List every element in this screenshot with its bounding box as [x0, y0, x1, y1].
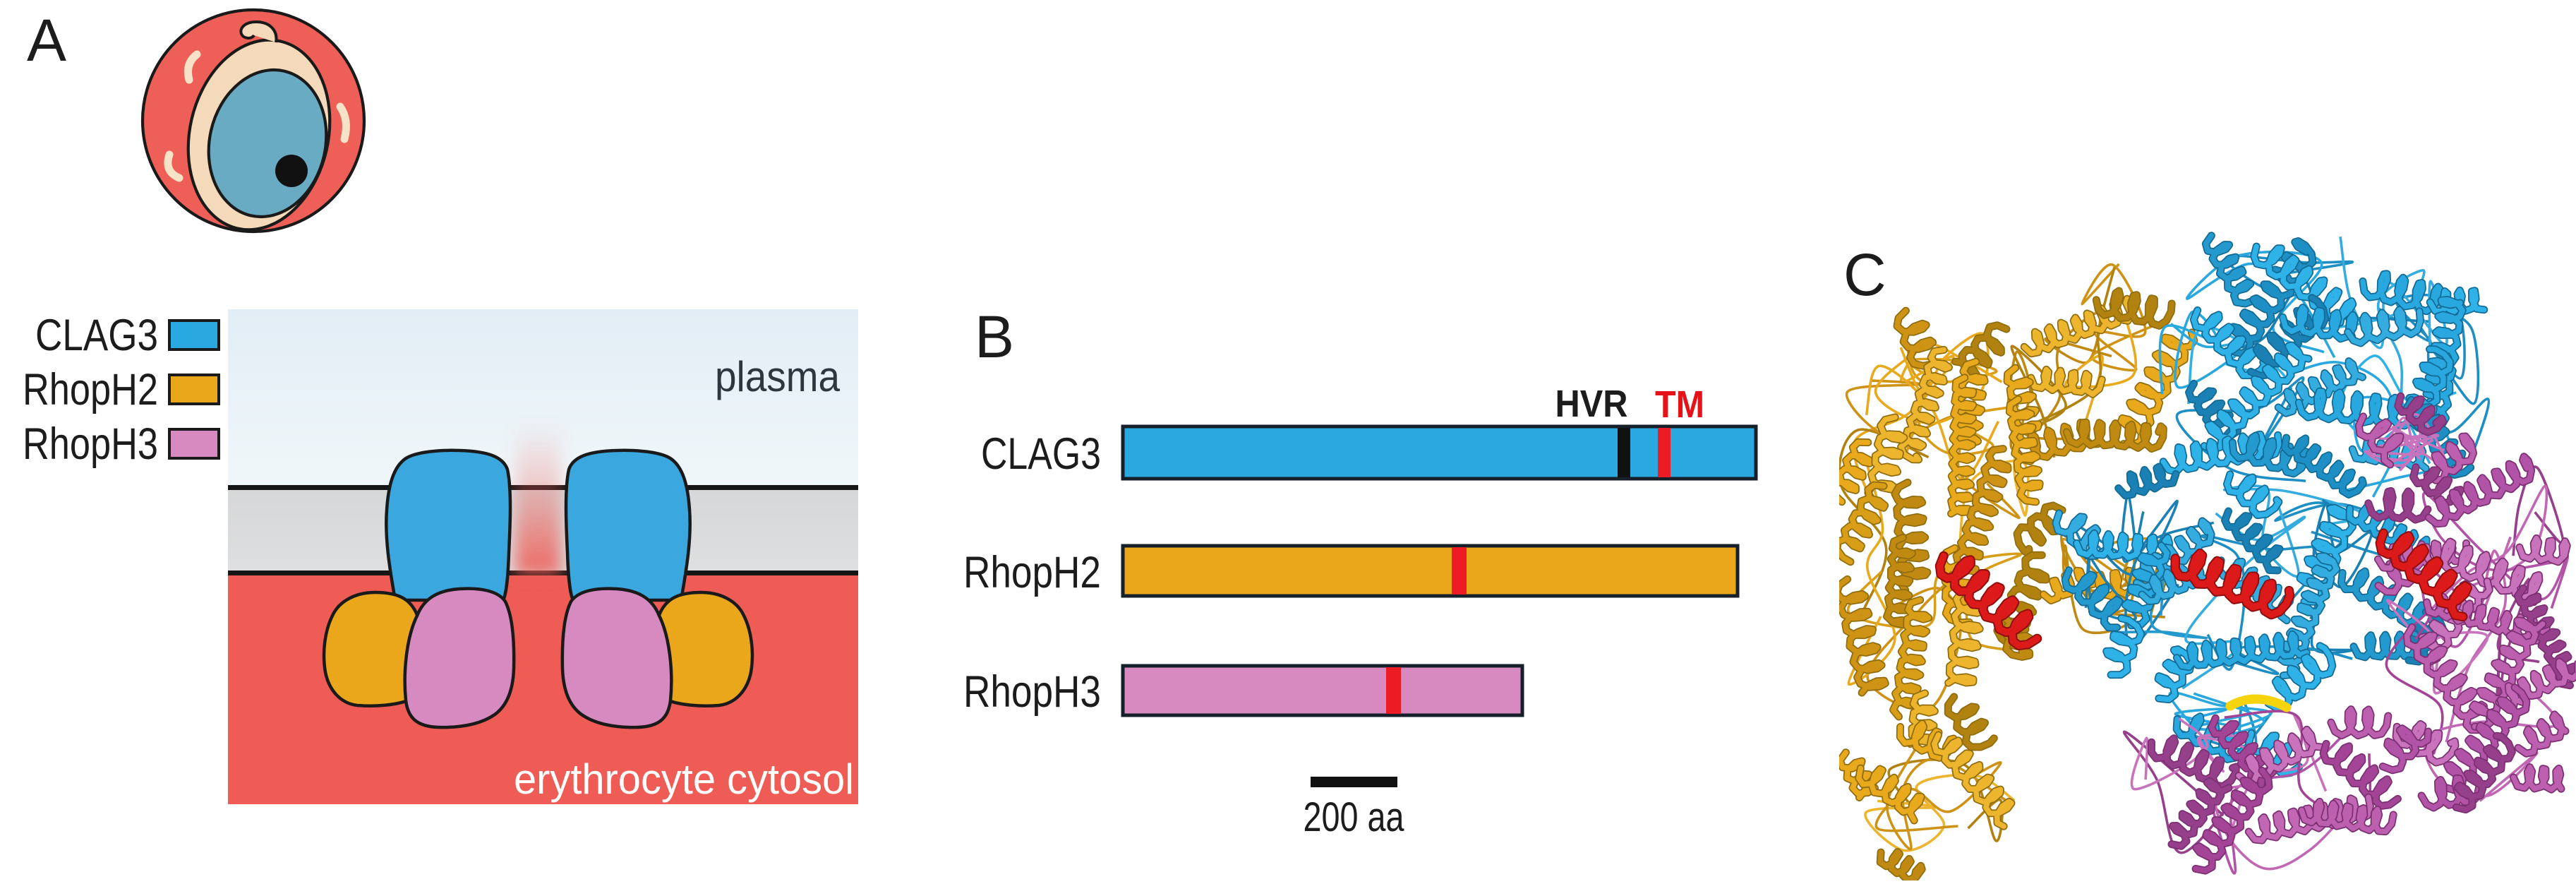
svg-text:C: C	[1843, 241, 1886, 308]
svg-text:TM: TM	[1655, 383, 1704, 426]
svg-text:RhopH3: RhopH3	[963, 667, 1101, 717]
svg-text:HVR: HVR	[1555, 383, 1628, 425]
svg-text:RhopH2: RhopH2	[963, 548, 1101, 597]
svg-text:B: B	[975, 304, 1014, 370]
svg-text:plasma: plasma	[715, 353, 841, 400]
svg-text:CLAG3: CLAG3	[981, 429, 1101, 479]
svg-text:RhopH3: RhopH3	[23, 419, 158, 469]
svg-text:A: A	[27, 7, 66, 73]
svg-text:200 aa: 200 aa	[1304, 794, 1405, 840]
svg-text:CLAG3: CLAG3	[35, 311, 158, 360]
svg-text:erythrocyte cytosol: erythrocyte cytosol	[514, 755, 854, 803]
svg-text:RhopH2: RhopH2	[23, 365, 158, 414]
